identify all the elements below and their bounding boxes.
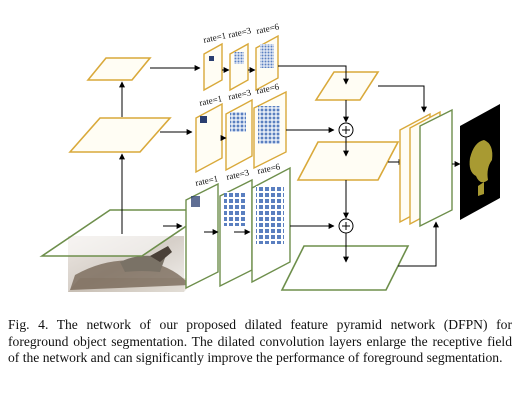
rate-label-middle-2: rate=3 [227, 87, 252, 102]
rate-label-bottom-3: rate=6 [256, 161, 281, 176]
concat-feature-stack [399, 108, 453, 228]
rate-label-bottom-2: rate=3 [225, 167, 250, 182]
rate-label-bottom-1: rate=1 [194, 173, 219, 188]
rate-label-top-2: rate=3 [227, 25, 252, 40]
dilated-block-bottom: rate=1 rate=3 rate=6 [185, 161, 335, 290]
pyramid-level-2-plane [68, 117, 172, 153]
sum-node-upper [338, 122, 354, 138]
figure-caption: Fig. 4. The network of our proposed dila… [8, 317, 512, 366]
dilated-block-middle: rate=1 rate=3 rate=6 [195, 81, 335, 174]
output-mask [460, 104, 500, 220]
dfpn-diagram: rate=1 rate=3 rate=6 rate=1 rate=3 rate=… [39, 21, 500, 292]
fused-level-1-plane [280, 245, 410, 291]
input-image-plane [39, 209, 213, 292]
arrow-fused1-to-stack [398, 221, 439, 267]
dilated-block-top: rate=1 rate=3 rate=6 [202, 21, 280, 92]
arrow-fused3-to-stack [378, 85, 427, 113]
pyramid-level-3-plane [86, 57, 152, 81]
rate-label-top-1: rate=1 [202, 30, 227, 45]
sum-node-lower [338, 218, 354, 234]
arrow-top-to-fused3 [278, 65, 349, 85]
fused-level-3-plane [314, 71, 380, 101]
fused-level-2-plane [296, 141, 400, 181]
rate-label-middle-1: rate=1 [198, 93, 223, 108]
rate-label-top-3: rate=6 [255, 21, 280, 36]
rate-label-middle-3: rate=6 [255, 81, 280, 96]
